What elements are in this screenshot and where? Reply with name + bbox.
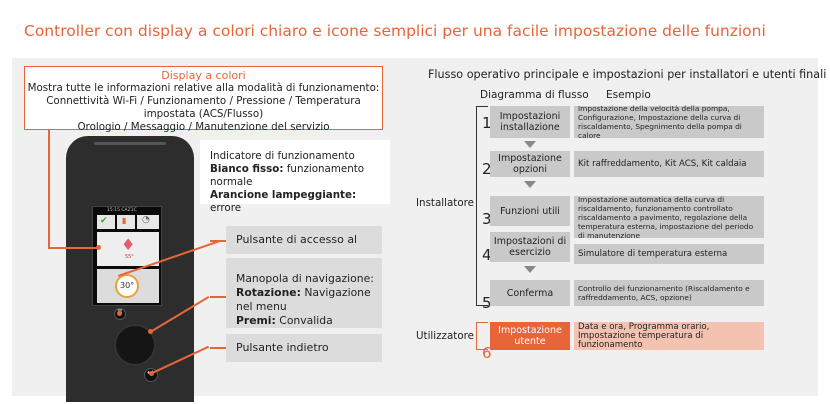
step-useful-functions: Funzioni utili bbox=[490, 196, 570, 226]
display-callout: Display a colori Mostra tutte le informa… bbox=[24, 66, 383, 133]
example-confirm: Controllo del funzionamento (Riscaldamen… bbox=[574, 280, 764, 306]
connector-dot bbox=[96, 245, 101, 250]
check-icon: ✔ bbox=[100, 216, 108, 226]
step-number: 5 bbox=[482, 294, 492, 312]
main-title: Controller con display a colori chiaro e… bbox=[24, 22, 766, 40]
display-callout-line: Mostra tutte le informazioni relative al… bbox=[27, 82, 380, 94]
temperature-ring bbox=[115, 274, 139, 298]
indicator-orange-text: errore bbox=[210, 202, 242, 214]
step-user-settings: Impostazione utente bbox=[490, 322, 570, 350]
step-number: 2 bbox=[482, 160, 492, 178]
screen-tile-pressure: ◔ bbox=[137, 215, 159, 229]
step-number: 1 bbox=[482, 114, 492, 132]
indicator-callout: Indicatore di funzionamento Bianco fisso… bbox=[200, 140, 390, 214]
col-header-flow: Diagramma di flusso bbox=[480, 89, 589, 101]
indicator-title: Indicatore di funzionamento bbox=[210, 150, 355, 162]
knob-press-text: Convalida bbox=[275, 314, 333, 327]
thermometer-icon: ▮ bbox=[122, 216, 127, 225]
knob-title: Manopola di navigazione: bbox=[236, 272, 374, 285]
user-bracket bbox=[476, 322, 488, 350]
display-callout-title: Display a colori bbox=[161, 69, 246, 82]
col-header-example: Esempio bbox=[606, 89, 651, 101]
arrow-down-icon bbox=[524, 266, 536, 273]
step-number: 6 bbox=[482, 344, 492, 362]
arrow-down-icon bbox=[524, 181, 536, 188]
controller-screen: 15:15 CAZ1C ✔ ▮ ◔ ♦ 55° 30° bbox=[92, 206, 162, 306]
screen-tile-status: ▮ bbox=[117, 215, 135, 229]
display-callout-line: Connettività Wi-Fi / Funzionamento / Pre… bbox=[46, 95, 361, 107]
display-callout-line: Orologio / Messaggio / Manutenzione del … bbox=[77, 121, 330, 133]
display-callout-line: impostata (ACS/Flusso) bbox=[143, 108, 264, 120]
connector-back-h bbox=[210, 347, 226, 349]
knob-press-label: Premi: bbox=[236, 314, 276, 327]
screen-top-bar: 15:15 CAZ1C bbox=[107, 208, 137, 213]
step-installation: Impostazioni installazione bbox=[490, 106, 570, 138]
step-operation-settings: Impostazioni di esercizio bbox=[490, 232, 570, 262]
back-button-label: Pulsante indietro bbox=[226, 334, 382, 362]
knob-callout: Manopola di navigazione: Rotazione: Navi… bbox=[226, 258, 382, 328]
group-installer: Installatore bbox=[416, 197, 474, 209]
dhw-setpoint: 55° bbox=[125, 254, 134, 260]
temperature-value: 30° bbox=[120, 281, 135, 290]
connector-dot bbox=[148, 329, 153, 334]
example-options: Kit raffreddamento, Kit ACS, Kit caldaia bbox=[574, 151, 764, 177]
indicator-white-text: funzionamento normale bbox=[210, 163, 365, 188]
gauge-icon: ◔ bbox=[142, 215, 150, 225]
example-installation: Impostazione della velocità della pompa,… bbox=[574, 104, 764, 140]
indicator-orange-label: Arancione lampeggiante: bbox=[210, 189, 357, 201]
example-operation-settings: Simulatore di temperatura esterna bbox=[574, 244, 764, 264]
indicator-white-label: Bianco fisso: bbox=[210, 163, 284, 175]
step-number: 3 bbox=[482, 210, 492, 228]
knob-rotation-text: Navigazione nel menu bbox=[236, 286, 371, 313]
screen-tile-wifi: ✔ bbox=[97, 215, 115, 229]
menu-button-label: Pulsante di accesso al menu bbox=[226, 226, 382, 274]
arrow-down-icon bbox=[524, 141, 536, 148]
screen-tile-dhw: ♦ 55° bbox=[97, 232, 159, 266]
knob-rotation-label: Rotazione: bbox=[236, 286, 301, 299]
step-confirm: Conferma bbox=[490, 280, 570, 306]
installer-bracket bbox=[476, 106, 488, 306]
indicator-light bbox=[94, 142, 166, 145]
screen-tile-temperature: 30° bbox=[97, 269, 159, 303]
step-number: 4 bbox=[482, 246, 492, 264]
connector-display-h bbox=[48, 247, 98, 249]
example-user-settings: Data e ora, Programma orario, Impostazio… bbox=[574, 322, 764, 350]
connector-dot bbox=[149, 371, 154, 376]
step-options: Impostazione opzioni bbox=[490, 151, 570, 177]
connector-knob-h bbox=[210, 296, 226, 298]
example-useful-functions: Impostazione automatica della curva di r… bbox=[574, 195, 764, 240]
group-user: Utilizzatore bbox=[416, 330, 474, 342]
navigation-knob[interactable] bbox=[116, 326, 154, 364]
tank-icon: ♦ bbox=[121, 235, 136, 254]
connector-display-v bbox=[48, 130, 50, 248]
flow-title: Flusso operativo principale e impostazio… bbox=[428, 68, 827, 81]
connector-dot bbox=[117, 311, 122, 316]
